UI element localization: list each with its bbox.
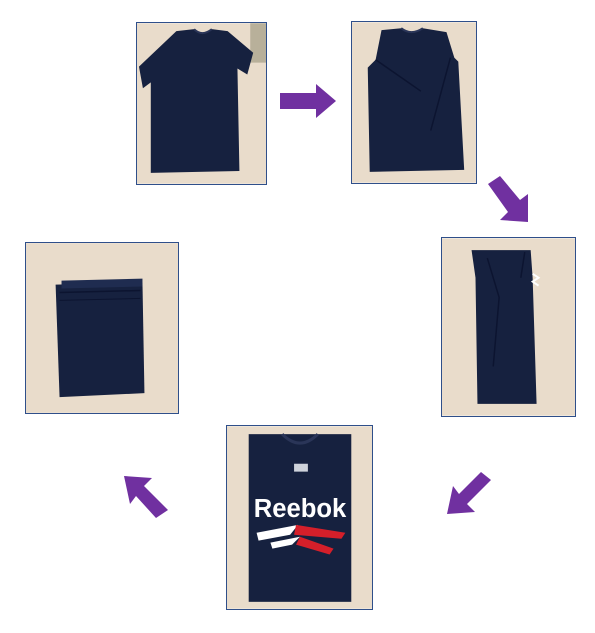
step-5-photo — [25, 242, 179, 414]
step-1-photo — [136, 22, 267, 185]
arrow-down-left-icon — [445, 470, 493, 516]
arrow-up-left-icon — [122, 474, 170, 520]
reebok-logo-text: Reebok — [254, 495, 347, 523]
folded-shirt-front-image: Reebok — [227, 426, 372, 609]
flat-tshirt-image — [137, 23, 266, 184]
sleeves-folded-tshirt-image — [352, 22, 476, 183]
arrow-down-right-icon — [486, 174, 532, 224]
folded-stack-image — [26, 243, 178, 413]
step-3-photo — [441, 237, 576, 417]
arrow-right-icon — [280, 84, 336, 118]
step-2-photo — [351, 21, 477, 184]
step-4-photo: Reebok — [226, 425, 373, 610]
side-folded-tshirt-image — [442, 238, 575, 416]
